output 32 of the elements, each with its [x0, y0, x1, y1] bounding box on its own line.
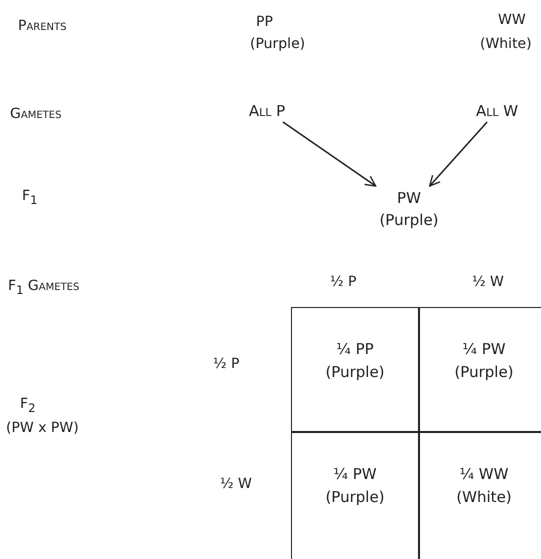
- genotype-text: All P: [240, 100, 294, 122]
- label-text: ½ W: [472, 274, 504, 291]
- label-text: ½ P: [213, 356, 240, 373]
- arrow: [429, 122, 488, 187]
- genotype-text: ¼ WW: [460, 464, 508, 485]
- phenotype-text: (Purple): [325, 486, 385, 508]
- label-text: (PW x PW): [6, 420, 79, 437]
- label-text: F$_{1}$: [22, 188, 38, 207]
- label-text: (Purple): [250, 36, 306, 53]
- label-text: Gametes: [10, 106, 62, 123]
- genotype-text: ¼ PW: [333, 464, 377, 485]
- label-text: F$_{1}$ Gametes: [8, 278, 80, 297]
- phenotype-text: (Purple): [454, 362, 514, 382]
- label-text: PP: [256, 14, 273, 31]
- label-text: ½ P: [330, 274, 356, 291]
- genotype-text: All W: [466, 100, 528, 122]
- label-text: (White): [480, 36, 532, 53]
- label-text: F$_{2}$: [20, 396, 36, 415]
- genotype-text: PW: [397, 188, 421, 208]
- punnett-cell: [291, 307, 419, 432]
- phenotype-text: (White): [456, 486, 512, 508]
- arrow: [282, 121, 376, 187]
- punnett-cell: [419, 432, 541, 559]
- phenotype-text: (Purple): [379, 210, 439, 231]
- label-text: ½ W: [220, 476, 252, 493]
- genotype-text: ¼ PP: [336, 339, 374, 360]
- phenotype-text: (Purple): [325, 362, 385, 382]
- punnett-cell: [419, 307, 541, 432]
- label-text: WW: [498, 12, 526, 29]
- punnett-cell: [291, 432, 419, 559]
- label-text: Parents: [18, 18, 66, 35]
- genotype-text: ¼ PW: [462, 339, 506, 360]
